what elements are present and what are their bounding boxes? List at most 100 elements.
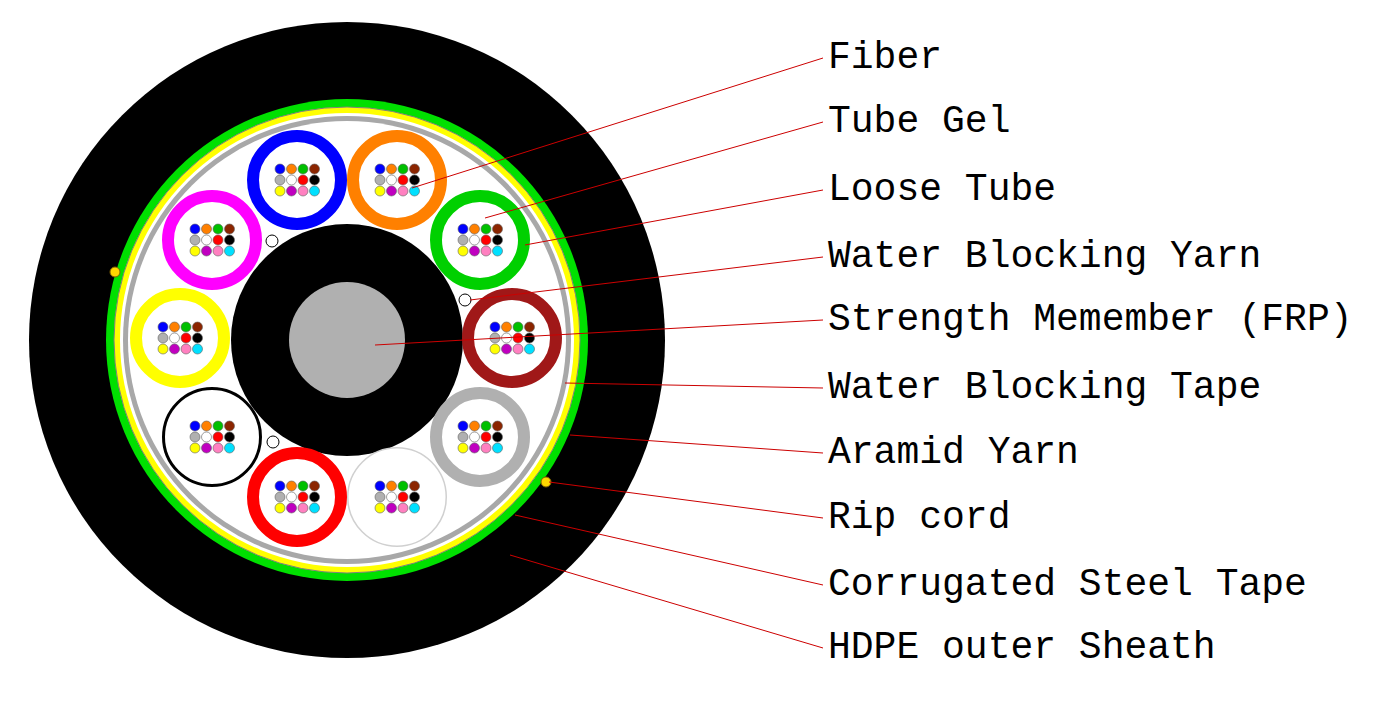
- fiber: [502, 344, 512, 354]
- fiber: [193, 322, 203, 332]
- loose-tube: [436, 196, 524, 284]
- fiber: [170, 333, 180, 343]
- fiber: [481, 246, 491, 256]
- loose-tube: [468, 294, 556, 382]
- fiber: [310, 492, 320, 502]
- loose-tube: [168, 196, 256, 284]
- fiber: [170, 322, 180, 332]
- part-label: Tube Gel: [828, 100, 1010, 144]
- fiber: [225, 235, 235, 245]
- fiber: [375, 186, 385, 196]
- part-label: Loose Tube: [828, 168, 1056, 212]
- part-label: Strength Memember (FRP): [828, 298, 1353, 342]
- fiber: [513, 333, 523, 343]
- fiber: [410, 481, 420, 491]
- fiber: [375, 492, 385, 502]
- fiber: [275, 186, 285, 196]
- water-yarn: [266, 235, 278, 247]
- fiber: [398, 481, 408, 491]
- aramid-ring: [114, 107, 580, 573]
- fiber: [225, 246, 235, 256]
- fiber: [310, 503, 320, 513]
- fiber: [310, 175, 320, 185]
- fiber: [490, 344, 500, 354]
- fiber: [181, 322, 191, 332]
- fiber: [470, 432, 480, 442]
- fiber: [398, 186, 408, 196]
- part-label: Water Blocking Tape: [828, 366, 1261, 410]
- fiber: [470, 224, 480, 234]
- fiber: [202, 224, 212, 234]
- fiber: [481, 432, 491, 442]
- fiber: [493, 421, 503, 431]
- fiber: [298, 481, 308, 491]
- fiber: [190, 224, 200, 234]
- fiber: [493, 224, 503, 234]
- frp-rod: [289, 282, 405, 398]
- fiber: [387, 503, 397, 513]
- fiber: [190, 421, 200, 431]
- leader-lines: [375, 58, 823, 648]
- fiber: [298, 503, 308, 513]
- fiber: [525, 344, 535, 354]
- fiber: [493, 432, 503, 442]
- fiber: [190, 432, 200, 442]
- fiber: [481, 443, 491, 453]
- fiber: [158, 322, 168, 332]
- fiber: [398, 175, 408, 185]
- fiber: [275, 175, 285, 185]
- fiber: [470, 421, 480, 431]
- loose-tube: [353, 136, 441, 224]
- fiber: [387, 164, 397, 174]
- fiber: [275, 164, 285, 174]
- loose-tube: [136, 294, 224, 382]
- fiber: [470, 246, 480, 256]
- fiber: [190, 443, 200, 453]
- fiber: [190, 246, 200, 256]
- fiber: [225, 432, 235, 442]
- fiber: [287, 503, 297, 513]
- fiber: [458, 443, 468, 453]
- fiber: [287, 186, 297, 196]
- fiber: [202, 246, 212, 256]
- hdpe-sheath: [29, 22, 665, 658]
- fiber: [158, 344, 168, 354]
- fiber: [375, 503, 385, 513]
- rip-cord: [110, 267, 120, 277]
- core-space: [128, 121, 566, 559]
- fiber: [193, 344, 203, 354]
- loose-tube: [164, 389, 261, 486]
- fiber: [493, 443, 503, 453]
- fiber: [410, 503, 420, 513]
- leader-line: [485, 122, 823, 218]
- loose-tube: [436, 393, 524, 481]
- fiber: [410, 492, 420, 502]
- part-label: Rip cord: [828, 496, 1010, 540]
- fiber: [158, 333, 168, 343]
- fiber: [470, 235, 480, 245]
- fiber: [298, 164, 308, 174]
- fiber: [275, 481, 285, 491]
- fiber: [298, 492, 308, 502]
- fiber: [298, 175, 308, 185]
- loose-tube: [253, 453, 341, 541]
- fiber: [410, 175, 420, 185]
- fiber: [398, 164, 408, 174]
- fiber: [213, 432, 223, 442]
- leader-line: [470, 257, 823, 300]
- fiber: [225, 443, 235, 453]
- fiber: [213, 421, 223, 431]
- water-yarn: [267, 436, 279, 448]
- fiber: [213, 224, 223, 234]
- leader-line: [570, 435, 823, 453]
- leader-line: [412, 58, 823, 188]
- fiber: [213, 246, 223, 256]
- fiber: [525, 322, 535, 332]
- fiber: [458, 421, 468, 431]
- fiber: [202, 443, 212, 453]
- fiber: [213, 443, 223, 453]
- fiber: [458, 224, 468, 234]
- water-yarn: [459, 294, 471, 306]
- fiber: [375, 164, 385, 174]
- loose-tubes: [136, 136, 556, 546]
